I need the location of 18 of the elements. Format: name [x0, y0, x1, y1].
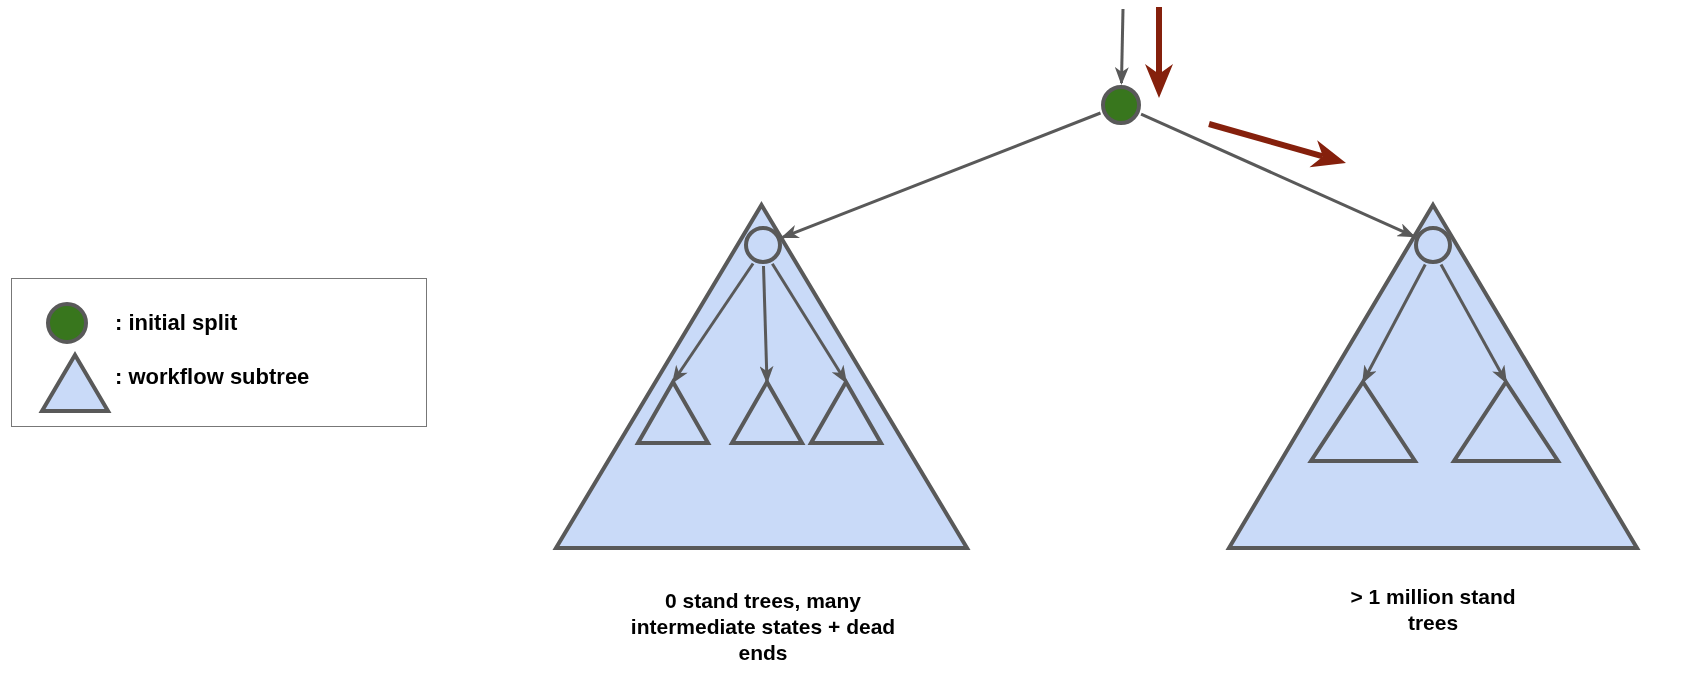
- arrow: [1114, 8, 1129, 85]
- subtree-triangle: [1309, 380, 1417, 463]
- caption-text: 0 stand trees, many intermediate states + dead ends: [629, 588, 897, 666]
- arrow: [771, 263, 848, 384]
- subtree-triangle: [730, 380, 804, 445]
- subtree-triangle: [809, 380, 883, 445]
- subtree-triangle: [1452, 380, 1560, 463]
- legend-text: : workflow subtree: [115, 364, 310, 390]
- caption-text: > 1 million stand trees: [1349, 584, 1517, 636]
- subtree-triangle: [636, 380, 710, 445]
- arrow: [1140, 112, 1416, 238]
- arrow: [671, 262, 755, 384]
- arrow: [780, 111, 1102, 239]
- arrow: [759, 265, 774, 384]
- legend-text: : initial split: [115, 310, 238, 336]
- arrow: [1439, 263, 1508, 384]
- arrow: [1361, 263, 1427, 384]
- tree-node-circle: [1101, 85, 1141, 125]
